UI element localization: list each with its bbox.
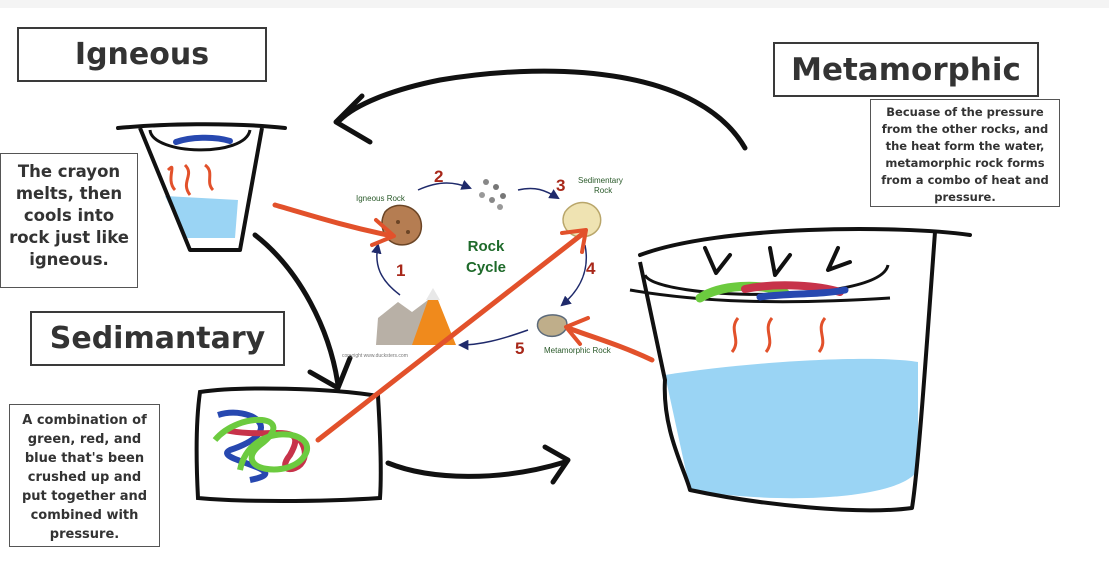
sedimentary-rock-image <box>562 201 602 238</box>
metamorphic-rock-caption: Metamorphic Rock <box>544 346 612 355</box>
step-number-2: 2 <box>434 167 443 186</box>
cycle-arrow-1 <box>371 242 401 296</box>
sedimentary-note-text: A combination of green, red, and blue th… <box>21 413 148 542</box>
metamorphic-label-box: Metamorphic <box>773 42 1039 97</box>
orange-arrow-igneous <box>272 202 395 239</box>
sediment-pebbles <box>479 179 506 210</box>
metamorphic-container-drawing <box>629 227 972 513</box>
rock-cycle-title-line2: Cycle <box>466 259 506 276</box>
sedimentary-note: A combination of green, red, and blue th… <box>9 404 160 547</box>
sedimentary-container-drawing <box>194 386 383 503</box>
metamorphic-rock-image <box>536 314 568 338</box>
top-toolbar-strip <box>0 0 1109 8</box>
cycle-arrow-4 <box>560 244 587 307</box>
metamorphic-to-igneous-arrowhead <box>333 93 373 145</box>
igneous-rock-caption: Igneous Rock <box>356 194 406 203</box>
igneous-label-box: Igneous <box>17 27 267 82</box>
metamorphic-note-text: Becuase of the pressure from the other r… <box>881 105 1049 204</box>
orange-arrowhead-sedimentary <box>560 228 588 254</box>
sedimentary-rock-caption-line2: Rock <box>594 186 613 195</box>
rock-cycle-title-line1: Rock <box>468 238 505 255</box>
step-number-5: 5 <box>515 339 524 358</box>
metamorphic-label: Metamorphic <box>791 51 1021 88</box>
cycle-arrow-5 <box>457 329 529 351</box>
step-number-3: 3 <box>556 176 565 195</box>
igneous-label: Igneous <box>74 37 210 72</box>
orange-arrow-metamorphic <box>565 325 655 363</box>
sedimentary-rock-caption-line1: Sedimentary <box>578 176 623 185</box>
volcano-image <box>376 288 456 345</box>
sedimentary-label: Sedimantary <box>49 321 266 356</box>
cycle-arrow-2 <box>417 180 472 191</box>
orange-arrow-sedimentary <box>315 229 588 443</box>
step-number-1: 1 <box>396 261 405 280</box>
sedimentary-to-metamorphic-arrowhead <box>542 444 571 485</box>
igneous-note: The crayon melts, then cools into rock j… <box>0 153 138 288</box>
igneous-to-sedimentary-arrow <box>252 232 341 388</box>
sedimentary-to-metamorphic-arrow <box>385 459 568 479</box>
igneous-cup-drawing <box>116 122 287 252</box>
sedimentary-label-box: Sedimantary <box>30 311 285 366</box>
orange-arrowhead-metamorphic <box>564 316 590 346</box>
orange-arrowhead-igneous <box>370 218 396 247</box>
metamorphic-note: Becuase of the pressure from the other r… <box>870 99 1060 207</box>
metamorphic-to-igneous-arrow <box>337 68 748 151</box>
cycle-arrow-3 <box>517 187 560 200</box>
step-number-4: 4 <box>586 259 596 278</box>
copyright-caption: copyright www.ducksters.com <box>342 353 408 359</box>
igneous-note-text: The crayon melts, then cools into rock j… <box>9 162 129 269</box>
igneous-to-sedimentary-arrowhead <box>307 355 353 391</box>
